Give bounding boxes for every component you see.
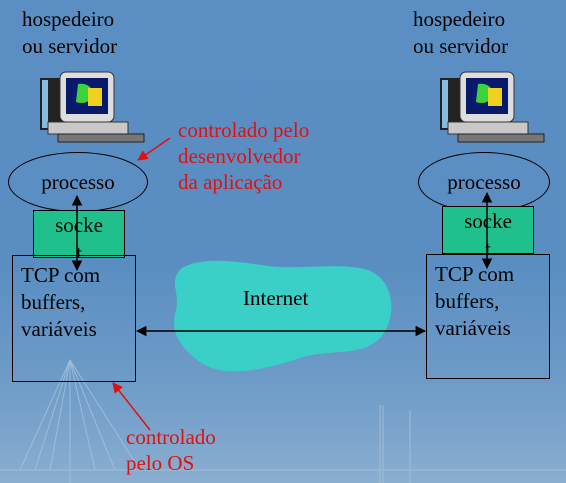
right-tcp-line1: TCP com [435,262,515,286]
left-host-label-line1: hospedeiro [22,7,115,31]
right-process-label: processo [447,169,521,194]
right-host-label-line1: hospedeiro [413,7,506,31]
right-host-label: hospedeiro ou servidor [413,6,508,60]
right-tcp-line3: variáveis [435,316,511,340]
internet-label: Internet [243,286,309,310]
app-annotation-arrow [137,137,171,161]
app-annotation-line2: desenvolvedor [178,144,301,168]
left-process-label: processo [41,169,115,194]
app-annotation-line3: da aplicação [178,170,283,194]
right-host-label-line2: ou servidor [413,34,509,58]
left-tcp-box: TCP com buffers, variáveis [12,255,136,382]
app-annotation-line1: controlado pelo [178,118,310,142]
left-tcp-line3: variáveis [21,317,97,341]
right-tcp-box: TCP com buffers, variáveis [426,254,550,379]
left-host-label-line2: ou servidor [22,34,118,58]
left-tcp-line2: buffers, [21,290,86,314]
left-host-label: hospedeiro ou servidor [22,6,117,60]
app-controlled-annotation: controlado pelo desenvolvedor da aplicaç… [178,117,309,195]
os-annotation-arrow [112,382,151,431]
os-annotation-line2: pelo OS [126,451,195,475]
os-annotation-line1: controlado [126,425,216,449]
os-controlled-annotation: controlado pelo OS [126,424,216,476]
right-tcp-line2: buffers, [435,289,500,313]
